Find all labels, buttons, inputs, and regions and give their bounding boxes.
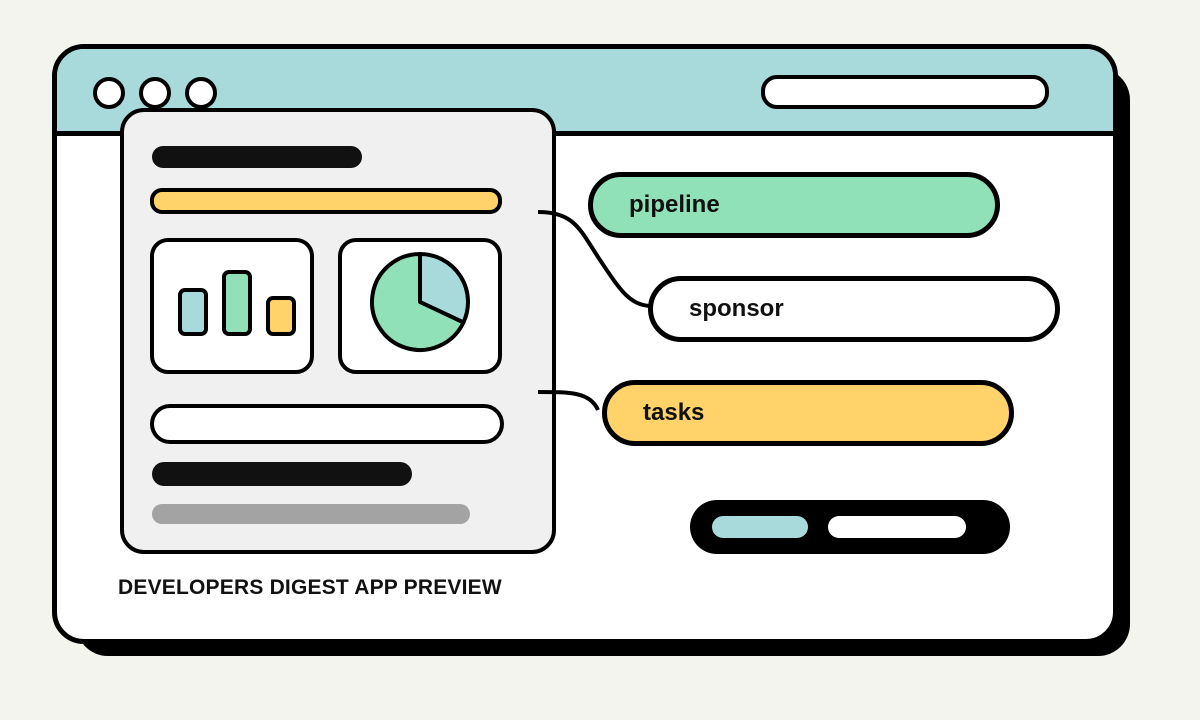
- window-minimize-dot-icon[interactable]: [139, 77, 171, 109]
- tag-tasks-label: tasks: [643, 399, 705, 426]
- preview-panel: [120, 108, 556, 554]
- mini-bar-3: [266, 296, 296, 336]
- tag-sponsor-label: sponsor: [689, 295, 784, 322]
- text-line-placeholder: [152, 462, 412, 486]
- toggle-segment-active[interactable]: [712, 516, 808, 538]
- tag-sponsor[interactable]: sponsor: [648, 276, 1060, 342]
- connector-sponsor: [537, 210, 653, 308]
- connector-tasks: [537, 390, 600, 411]
- window-close-dot-icon[interactable]: [93, 77, 125, 109]
- app-preview-caption: DEVELOPERS DIGEST APP PREVIEW: [118, 576, 502, 599]
- title-bar: [57, 49, 1113, 136]
- muted-line-placeholder: [152, 504, 470, 524]
- highlight-bar-placeholder: [150, 188, 502, 214]
- input-placeholder: [150, 404, 504, 444]
- pie-slice-1: [418, 252, 470, 325]
- mini-bar-2: [222, 270, 252, 336]
- pie-chart-card: [338, 238, 502, 374]
- address-bar[interactable]: [761, 75, 1049, 109]
- bar-chart-card: [150, 238, 314, 374]
- pie-slice-2: [370, 252, 466, 352]
- pie-chart: [370, 252, 470, 352]
- window-maximize-dot-icon[interactable]: [185, 77, 217, 109]
- mini-bar-1: [178, 288, 208, 336]
- toggle-segment-inactive[interactable]: [828, 516, 966, 538]
- tag-pipeline[interactable]: pipeline: [588, 172, 1000, 238]
- toggle-control[interactable]: [690, 500, 1010, 554]
- panel-title-placeholder: [152, 146, 362, 168]
- tag-tasks[interactable]: tasks: [602, 380, 1014, 446]
- tag-pipeline-label: pipeline: [629, 191, 720, 218]
